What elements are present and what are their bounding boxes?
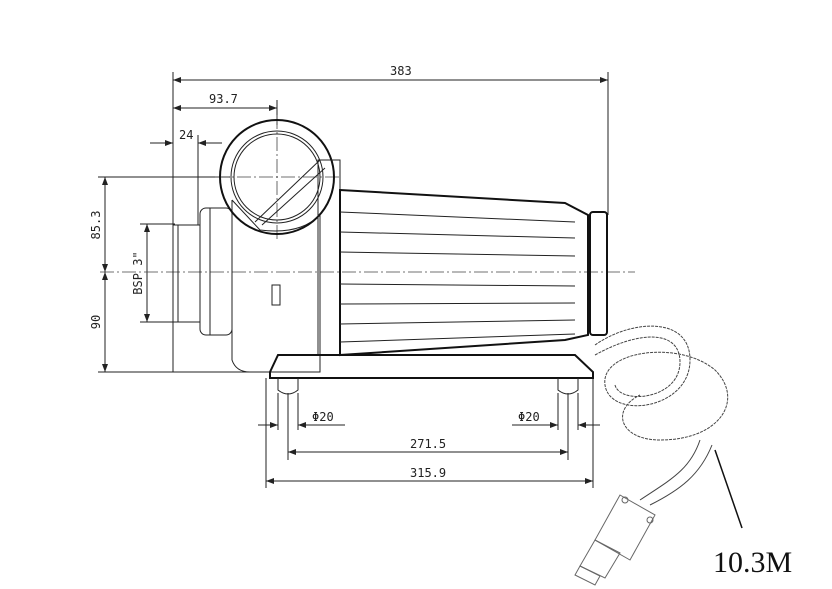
foot-diameter-left-label: Φ20 bbox=[312, 410, 334, 424]
dimension-lines bbox=[102, 77, 608, 484]
centerlines bbox=[100, 115, 635, 273]
cable-leader-line bbox=[714, 449, 743, 529]
outlet-ring-inner bbox=[230, 130, 324, 224]
pump-body bbox=[172, 119, 608, 395]
foot-spacing-label: 271.5 bbox=[410, 437, 446, 451]
inlet-length-label: 24 bbox=[179, 128, 193, 142]
foot-diameter-right-label: Φ20 bbox=[518, 410, 540, 424]
overall-length-label: 383 bbox=[390, 64, 412, 78]
extension-lines bbox=[98, 72, 609, 488]
motor-housing bbox=[339, 188, 589, 357]
mounting-foot-right bbox=[557, 378, 579, 395]
outlet-offset-label: 93.7 bbox=[209, 92, 238, 106]
cooling-fins bbox=[339, 211, 576, 343]
inlet-pipe bbox=[172, 224, 201, 323]
power-cable bbox=[594, 325, 729, 506]
base-length-label: 315.9 bbox=[410, 466, 446, 480]
volute-housing bbox=[231, 199, 321, 373]
end-cap bbox=[589, 211, 608, 336]
outlet-height-label: 85.3 bbox=[89, 211, 103, 240]
base-plate bbox=[269, 354, 594, 379]
inlet-thread-label: BSP 3" bbox=[131, 251, 145, 294]
axis-height-label: 90 bbox=[89, 315, 103, 329]
mounting-foot-left bbox=[277, 378, 299, 395]
cable-length-label: 10.3M bbox=[713, 546, 792, 579]
outlet-ring-outer bbox=[219, 119, 335, 235]
cable-connector bbox=[574, 494, 656, 586]
inlet-flange bbox=[199, 207, 233, 336]
